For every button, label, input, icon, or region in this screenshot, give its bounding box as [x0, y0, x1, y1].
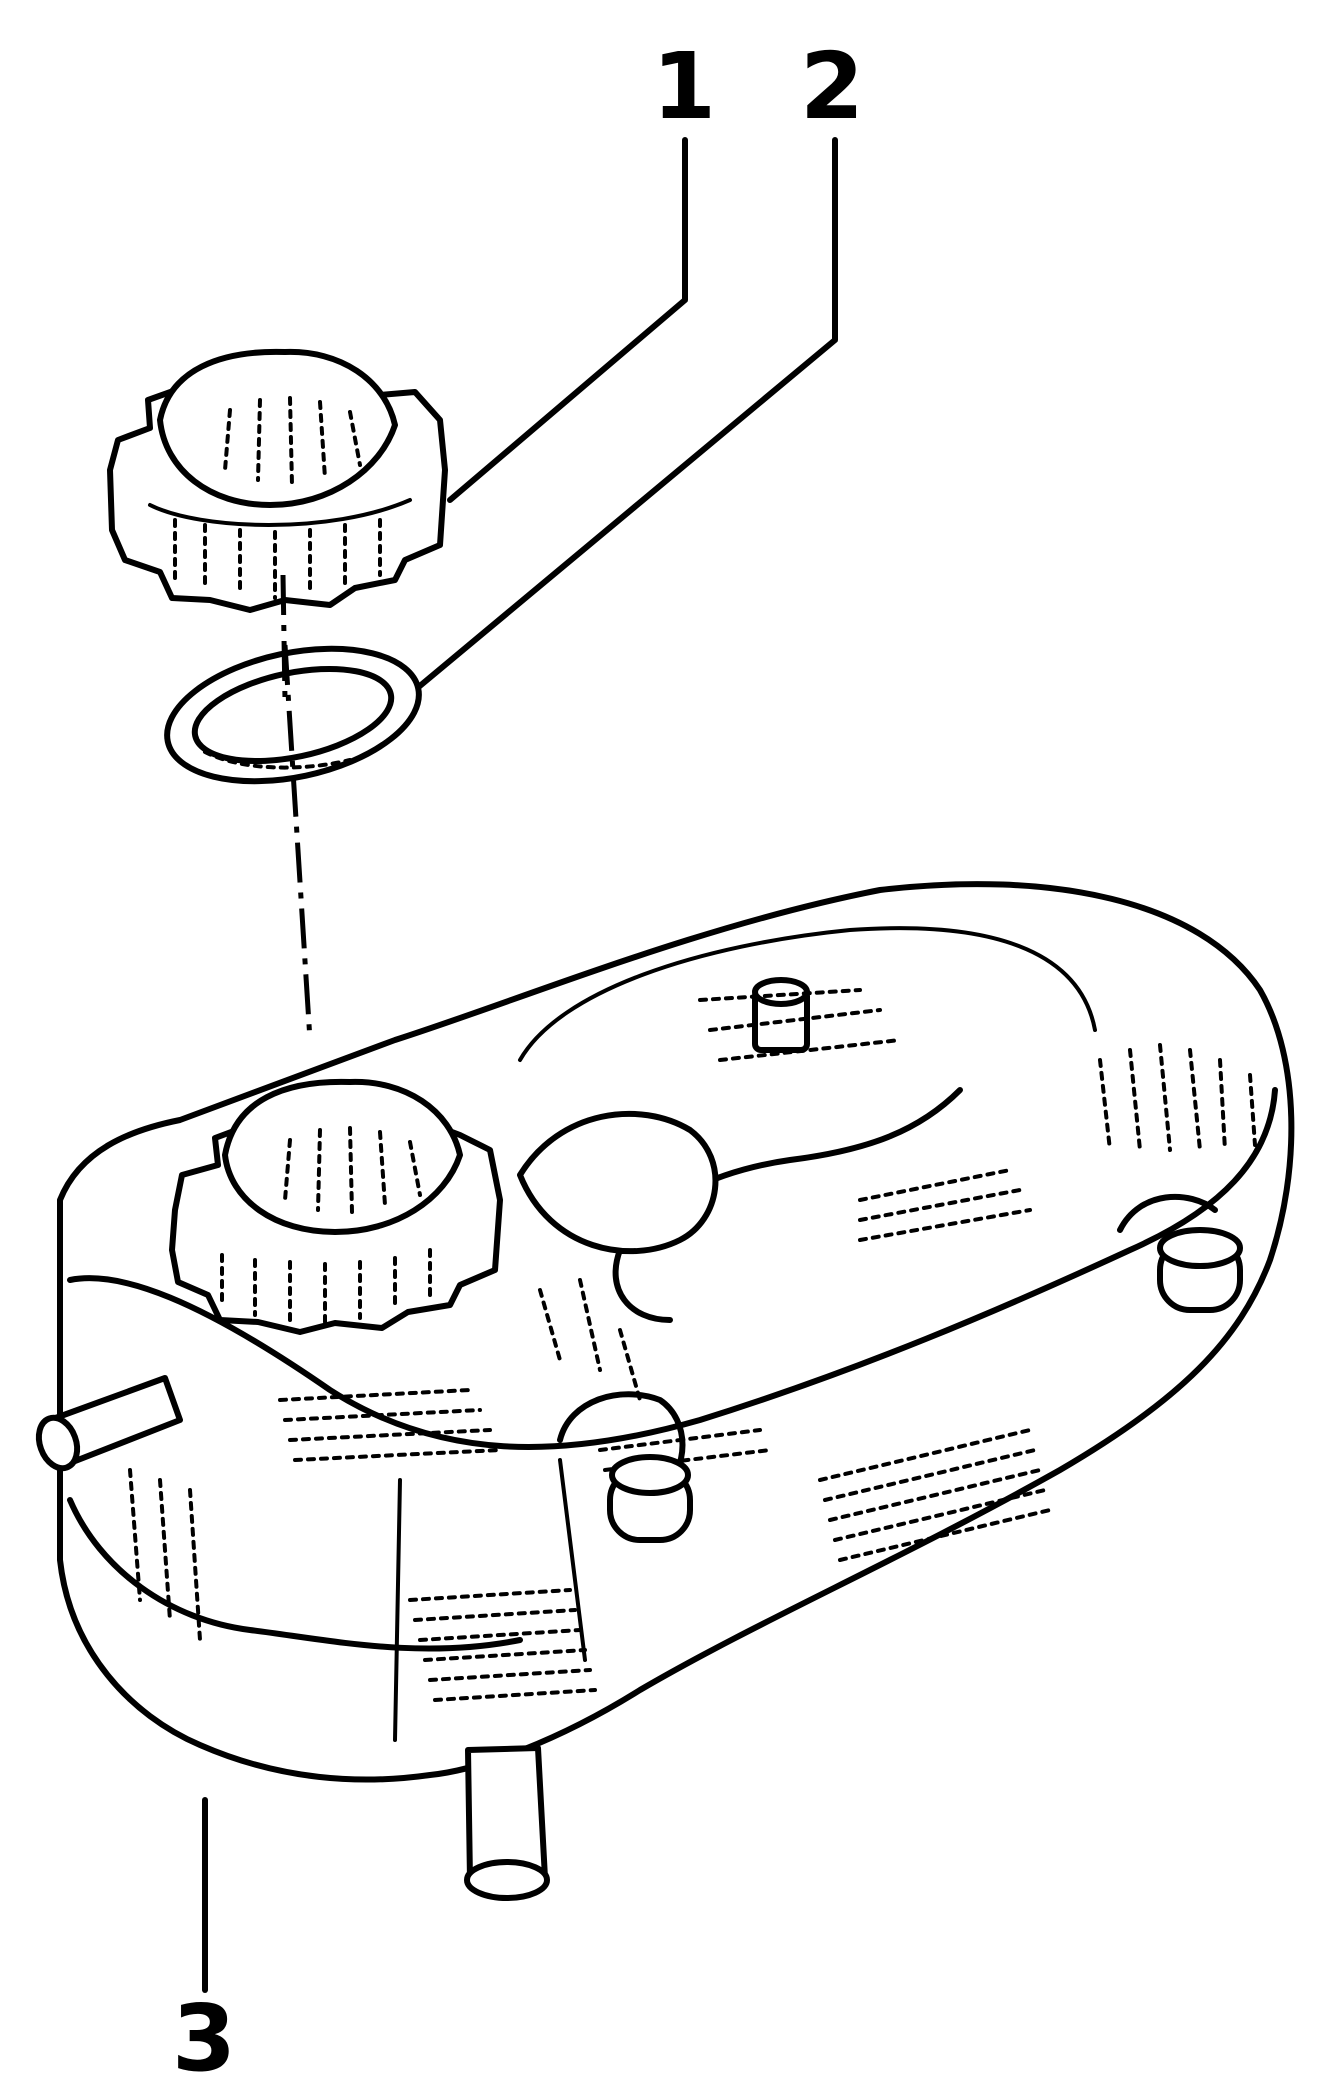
left-outlet-pipe	[35, 1375, 183, 1472]
fuel-tank-part	[35, 881, 1295, 1901]
filler-cap-part	[107, 348, 448, 613]
front-hose-nipple	[557, 1391, 693, 1543]
leader-line-2	[412, 137, 838, 693]
installed-filler-cap	[169, 1078, 503, 1335]
assembly-axis-line-upper	[280, 574, 288, 701]
callout-number-1: 1	[652, 33, 716, 140]
bottom-drain-pipe	[464, 1745, 550, 1901]
right-hose-nipple	[1117, 1193, 1243, 1313]
callout-number-3: 3	[172, 1985, 236, 2092]
sealing-washer-part	[164, 645, 422, 785]
leader-line-1	[447, 137, 688, 503]
callout-number-2: 2	[800, 33, 864, 140]
vent-nipple	[752, 977, 810, 1053]
